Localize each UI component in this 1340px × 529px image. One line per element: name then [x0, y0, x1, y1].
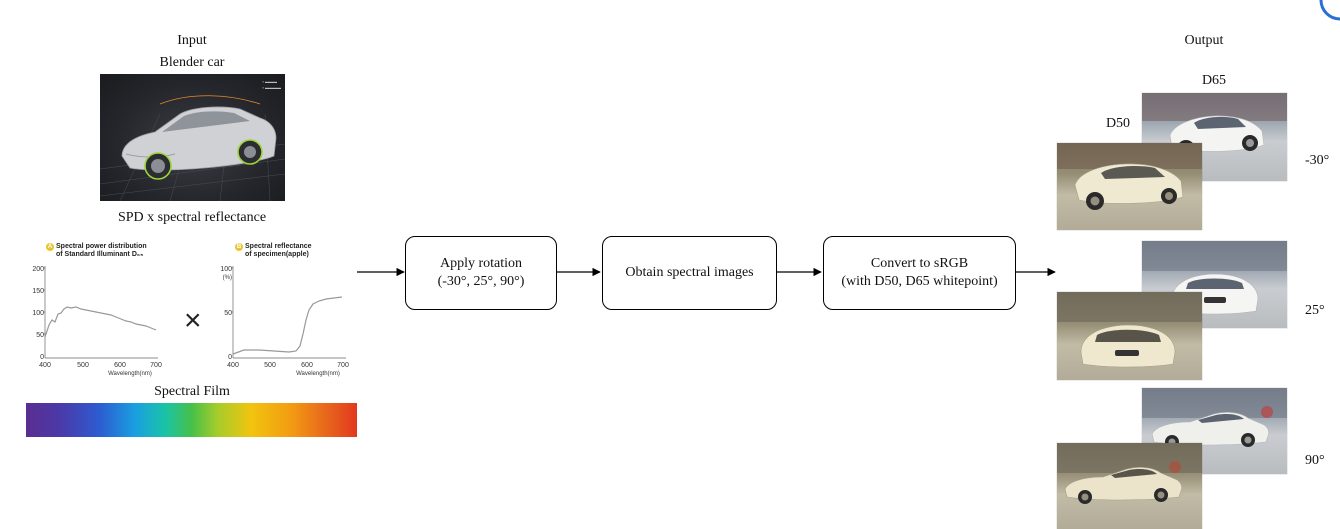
- car-photo: [1057, 443, 1202, 504]
- car-photo: [1142, 241, 1287, 315]
- spd-ytick: 200: [32, 266, 44, 273]
- refl-yunit: (%): [223, 275, 232, 281]
- spectral-film-bar: [26, 403, 357, 437]
- spd-title-line2: of Standard Illuminant D₆₅: [56, 251, 144, 258]
- spd-reflectance-label: SPD x spectral reflectance: [117, 210, 267, 225]
- angle-label-minus30: -30°: [1305, 153, 1330, 168]
- refl-ytick: 0: [228, 354, 232, 361]
- blender-car-render: ▪ ▬▬▬▪ ▬▬▬▬: [100, 74, 285, 201]
- refl-ytick: 100: [220, 266, 232, 273]
- refl-xlabel: Wavelength(nm): [296, 371, 340, 377]
- spd-ytick: 50: [36, 332, 44, 339]
- car-photo: [1057, 143, 1202, 210]
- refl-xtick: 500: [264, 362, 276, 369]
- spd-badge: A: [46, 243, 54, 251]
- output-header: Output: [1184, 33, 1224, 48]
- multiply-symbol: ×: [184, 304, 202, 337]
- refl-ytick: 50: [224, 310, 232, 317]
- spd-xtick: 400: [39, 362, 51, 369]
- spd-ytick: 100: [32, 310, 44, 317]
- spd-xtick: 500: [77, 362, 89, 369]
- convert-srgb-line2: (with D50, D65 whitepoint): [841, 274, 998, 289]
- car-photo: [1057, 292, 1202, 368]
- reflectance-title-line1: Spectral reflectance: [245, 243, 312, 250]
- spd-ytick: 0: [40, 354, 44, 361]
- angle-label-25: 25°: [1305, 303, 1325, 318]
- spd-ytick: 150: [32, 288, 44, 295]
- reflectance-chart: 100 (%) 50 0 400 500 600 700 Wavelength(…: [220, 266, 349, 377]
- reflectance-badge: B: [235, 243, 243, 251]
- spd-xtick: 600: [114, 362, 126, 369]
- obtain-spectral-images-label: Obtain spectral images: [625, 265, 754, 280]
- render-legend: ▪ ▬▬▬▪ ▬▬▬▬: [262, 79, 281, 90]
- spd-xlabel: Wavelength(nm): [108, 371, 152, 377]
- apply-rotation-line1: Apply rotation: [439, 256, 523, 271]
- blender-car-label: Blender car: [159, 55, 225, 70]
- convert-srgb-line1: Convert to sRGB: [870, 256, 969, 271]
- output-d50-minus30: [1057, 143, 1202, 230]
- spd-chart: 200 150 100 50 0 400 500 600 700 Wavelen…: [32, 266, 162, 377]
- d50-label: D50: [1105, 116, 1131, 131]
- car-photo: [1142, 388, 1287, 449]
- reflectance-title-line2: of specimen(apple): [245, 251, 309, 258]
- spd-title-line1: Spectral power distribution: [56, 243, 147, 250]
- spd-xtick: 700: [150, 362, 162, 369]
- output-d65-25: [1142, 241, 1287, 328]
- reflectance-curve: [232, 296, 343, 355]
- angle-label-90: 90°: [1305, 453, 1325, 468]
- refl-xtick: 700: [337, 362, 349, 369]
- spd-curve: [44, 306, 157, 338]
- input-header: Input: [177, 33, 207, 48]
- car-render-illustration: [100, 95, 285, 201]
- obtain-spectral-images-box: Obtain spectral images: [602, 236, 777, 310]
- apply-rotation-box: Apply rotation (-30°, 25°, 90°): [405, 236, 557, 310]
- spectral-film-label: Spectral Film: [154, 384, 230, 399]
- output-d50-25: [1057, 292, 1202, 380]
- refl-xtick: 600: [301, 362, 313, 369]
- d65-label: D65: [1201, 73, 1227, 88]
- refl-xtick: 400: [227, 362, 239, 369]
- apply-rotation-line2: (-30°, 25°, 90°): [437, 274, 525, 289]
- convert-srgb-box: Convert to sRGB (with D50, D65 whitepoin…: [823, 236, 1016, 310]
- corner-logo-icon: [1319, 0, 1340, 21]
- output-d50-90: [1057, 443, 1202, 529]
